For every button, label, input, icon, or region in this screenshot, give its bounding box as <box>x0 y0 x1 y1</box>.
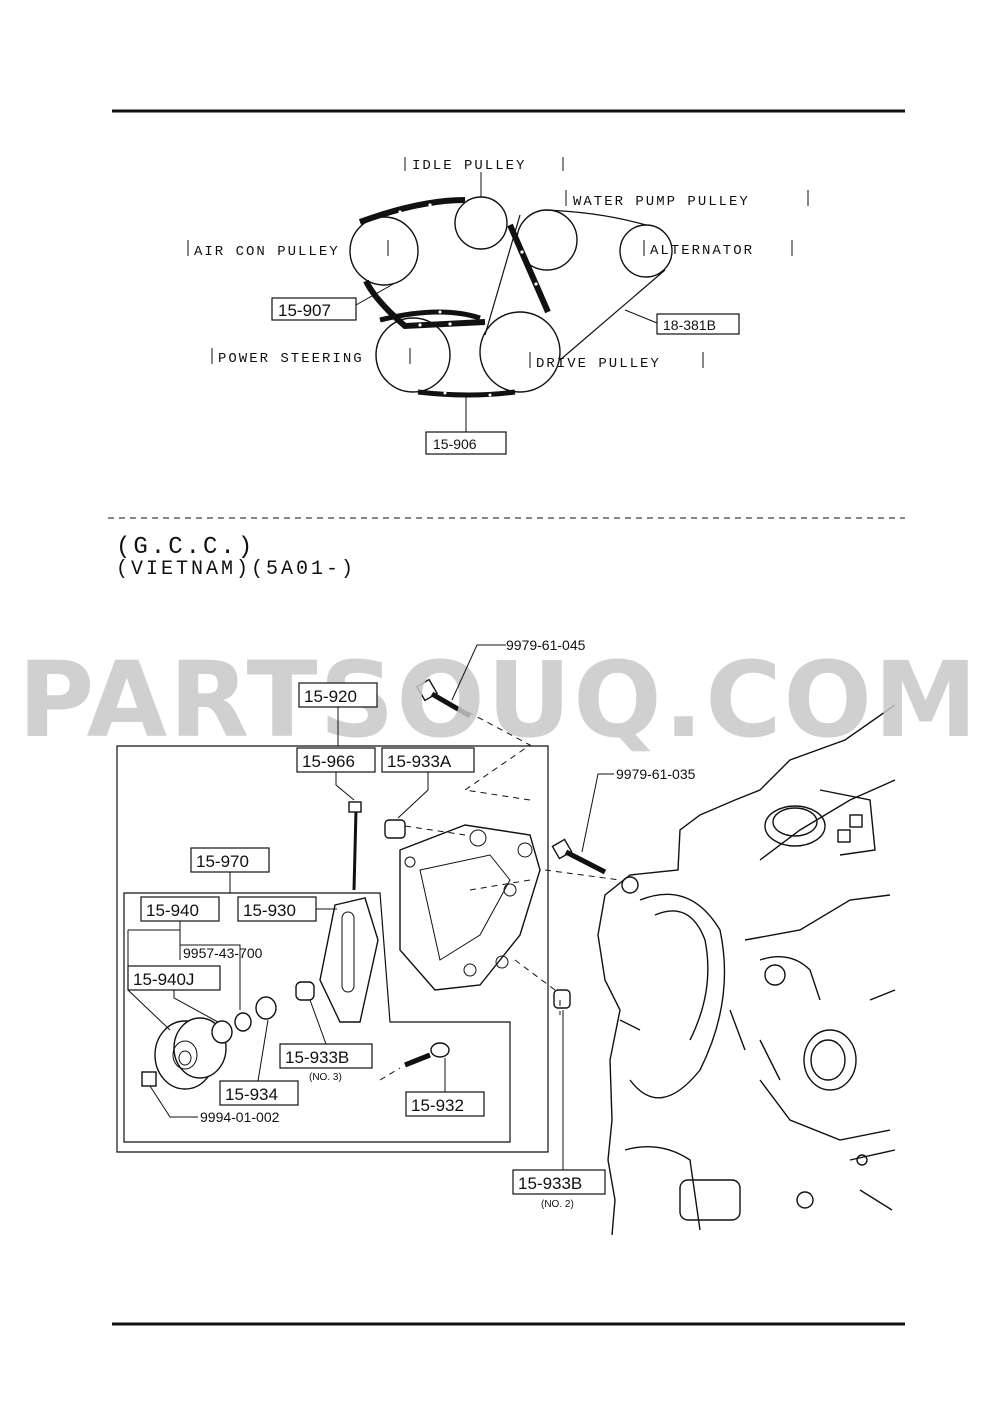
svg-text:15-940J: 15-940J <box>133 970 194 989</box>
part-15-930[interactable]: 15-930 <box>237 896 337 922</box>
drive-pulley <box>479 311 561 393</box>
svg-text:POWER STEERING: POWER STEERING <box>218 351 364 367</box>
part-18-381b[interactable]: 18-381B <box>624 309 740 335</box>
svg-text:15-933A: 15-933A <box>387 752 452 771</box>
idler-assembly <box>116 678 621 1153</box>
svg-text:WATER PUMP PULLEY: WATER PUMP PULLEY <box>573 194 750 210</box>
label-idle-pulley: IDLE PULLEY <box>404 157 564 197</box>
assembly-15-920-frame <box>116 745 549 1153</box>
part-9957-43-700[interactable]: 9957-43-700 <box>180 944 263 1010</box>
callouts: 15-920 15-966 15-933A 9979-61-045 9979-6… <box>127 637 696 1210</box>
part-15-934[interactable]: 15-934 <box>219 1019 299 1106</box>
svg-text:AIR CON PULLEY: AIR CON PULLEY <box>194 244 340 260</box>
bearing <box>211 1020 233 1044</box>
snap-ring <box>234 1012 252 1032</box>
svg-text:15-970: 15-970 <box>196 852 249 871</box>
adjust-bolt-15-966 <box>348 801 362 813</box>
svg-text:15-920: 15-920 <box>304 687 357 706</box>
power-steering-pulley <box>375 317 451 393</box>
bolt-9979-61-035 <box>551 838 607 875</box>
idle-pulley <box>454 196 508 250</box>
part-15-932[interactable]: 15-932 <box>405 1058 485 1117</box>
part-15-933a[interactable]: 15-933A <box>381 747 475 819</box>
svg-text:15-966: 15-966 <box>302 752 355 771</box>
nut-9994-01-002 <box>141 1071 157 1087</box>
label-power-steering: POWER STEERING <box>211 348 411 367</box>
part-15-933b-no3[interactable]: 15-933B (NO. 3) <box>279 999 373 1083</box>
label-alternator: ALTERNATOR <box>643 240 793 259</box>
bolt-15-932 <box>404 1042 450 1068</box>
part-9979-61-035[interactable]: 9979-61-035 <box>581 766 696 853</box>
svg-text:9979-61-035: 9979-61-035 <box>616 766 696 782</box>
spacer-15-934 <box>255 996 277 1020</box>
air-con-pulley <box>349 216 419 286</box>
belt-15-907 <box>358 197 551 330</box>
part-15-970[interactable]: 15-970 <box>190 847 270 893</box>
svg-text:15-933B: 15-933B <box>285 1048 349 1067</box>
svg-text:15-934: 15-934 <box>225 1085 278 1104</box>
belt-15-906 <box>379 309 516 398</box>
part-15-940[interactable]: 15-940 <box>127 896 220 1031</box>
svg-text:(NO. 2): (NO. 2) <box>541 1199 574 1210</box>
svg-text:9979-61-045: 9979-61-045 <box>506 637 586 653</box>
part-15-933b-no2[interactable]: 15-933B (NO. 2) <box>512 1010 606 1210</box>
belt-routing-diagram: IDLE PULLEY WATER PUMP PULLEY AIR CON PU… <box>187 157 809 455</box>
part-15-940j[interactable]: 15-940J <box>127 965 221 1023</box>
bolt-9979-61-045 <box>415 678 472 719</box>
collar-15-933b-no3 <box>295 981 315 1001</box>
engine-block-illustration <box>597 704 896 1236</box>
svg-text:IDLE PULLEY: IDLE PULLEY <box>412 158 526 174</box>
part-15-906[interactable]: 15-906 <box>425 394 507 455</box>
part-9994-01-002[interactable]: 9994-01-002 <box>149 1085 280 1125</box>
belt-18-381b <box>484 209 666 361</box>
part-15-920[interactable]: 15-920 <box>298 682 378 746</box>
part-15-966[interactable]: 15-966 <box>296 747 376 801</box>
label-drive-pulley: DRIVE PULLEY <box>529 352 704 372</box>
adjuster-plate <box>319 897 379 1023</box>
svg-text:15-933B: 15-933B <box>518 1174 582 1193</box>
watermark: PARTSOUQ.COM <box>18 639 979 761</box>
part-9979-61-045[interactable]: 9979-61-045 <box>451 637 586 701</box>
svg-text:15-940: 15-940 <box>146 901 199 920</box>
svg-text:ALTERNATOR: ALTERNATOR <box>650 243 754 259</box>
part-15-907[interactable]: 15-907 <box>271 282 396 321</box>
collar-15-933b-no2 <box>553 989 571 1009</box>
svg-text:15-932: 15-932 <box>411 1096 464 1115</box>
mounting-bracket <box>399 824 541 991</box>
svg-text:15-907: 15-907 <box>278 301 331 320</box>
assembly-15-970-frame <box>123 892 511 1143</box>
region-heading: (G.C.C.) <box>116 534 255 561</box>
label-air-con-pulley: AIR CON PULLEY <box>187 240 389 260</box>
svg-text:DRIVE PULLEY: DRIVE PULLEY <box>536 356 661 372</box>
label-water-pump-pulley: WATER PUMP PULLEY <box>565 190 809 210</box>
svg-text:9994-01-002: 9994-01-002 <box>200 1109 280 1125</box>
svg-text:9957-43-700: 9957-43-700 <box>183 945 263 961</box>
svg-text:18-381B: 18-381B <box>663 317 716 333</box>
svg-text:15-930: 15-930 <box>243 901 296 920</box>
svg-text:(NO. 3): (NO. 3) <box>309 1072 342 1083</box>
svg-text:15-906: 15-906 <box>433 436 477 452</box>
collar-15-933a <box>384 819 406 839</box>
market-heading: (VIETNAM)(5A01-) <box>116 558 356 581</box>
